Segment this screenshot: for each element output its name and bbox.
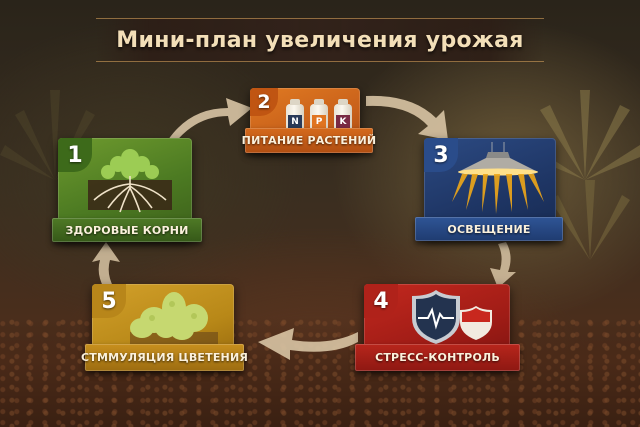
- page-title: Мини-план увеличения урожая: [116, 27, 524, 53]
- bottle-label-k: K: [336, 115, 350, 129]
- step-number-badge: 2: [250, 88, 278, 116]
- flower-buds-icon: [130, 292, 218, 344]
- arrow-4-to-5-icon: [258, 328, 358, 360]
- grow-lamp-icon: [452, 142, 544, 214]
- step-number-badge: 4: [364, 284, 398, 318]
- title-banner: Мини-план увеличения урожая: [96, 18, 544, 62]
- arrow-3-to-4-icon: [490, 242, 516, 288]
- step-number-badge: 5: [92, 284, 126, 318]
- step-number-badge: 1: [58, 138, 92, 172]
- tree-roots-icon: [88, 149, 172, 213]
- step-label-1: Здоровые корни: [52, 218, 202, 242]
- arrow-1-to-2-icon: [168, 98, 252, 144]
- step-label-4: Стресс-контроль: [355, 344, 520, 371]
- bottle-label-n: N: [288, 115, 302, 129]
- arrow-2-to-3-icon: [366, 95, 448, 140]
- step-number-badge: 3: [424, 138, 458, 172]
- step-label-2: Питание растений: [242, 128, 376, 153]
- bottle-label-p: P: [312, 115, 326, 129]
- npk-bottles-icon: N P K: [286, 98, 356, 134]
- step-label-3: Освещение: [415, 217, 563, 241]
- shield-heartbeat-icon: [412, 290, 492, 344]
- arrow-5-to-1-icon: [92, 242, 120, 288]
- step-label-5: Стммуляция цветения: [81, 344, 248, 371]
